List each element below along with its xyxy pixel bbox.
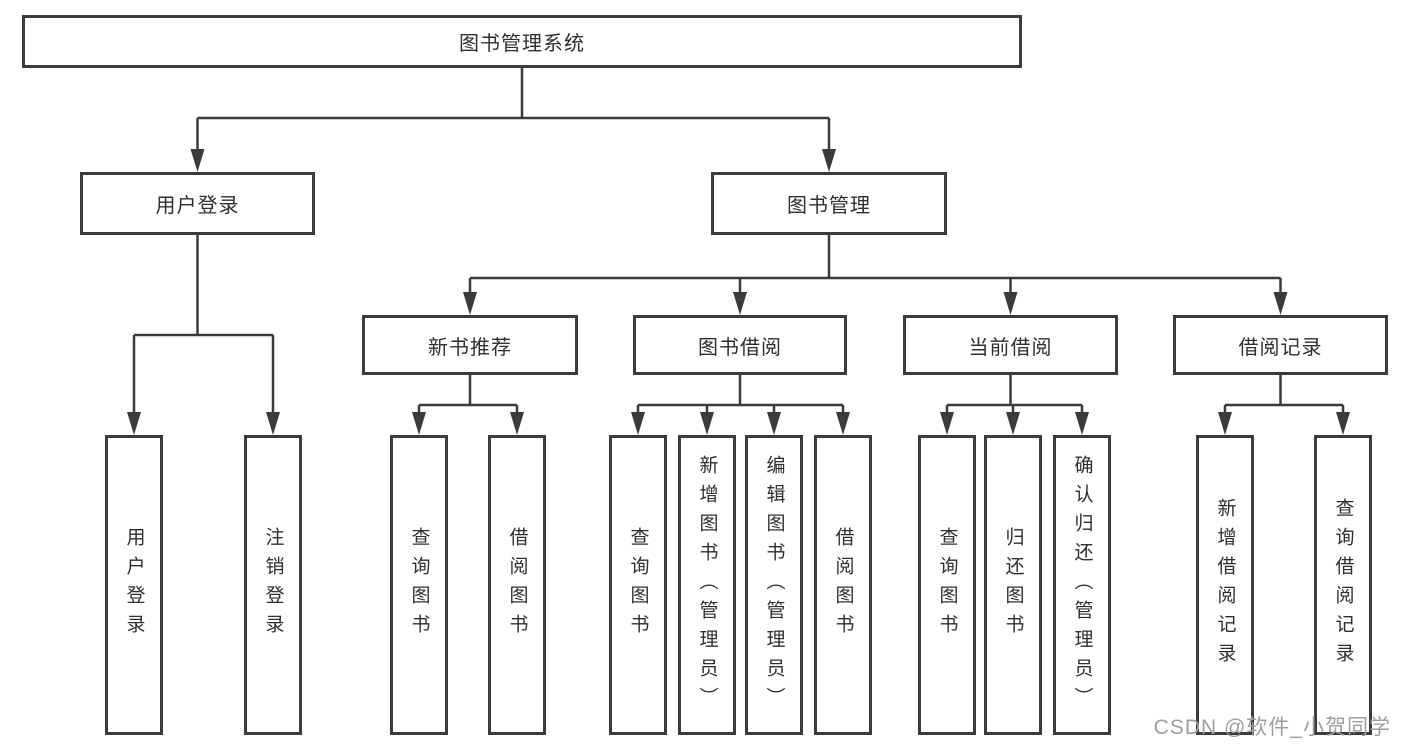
leaf-borrow-books: 借阅图书 [814, 435, 872, 735]
leaf-label: 用户登录 [123, 527, 145, 643]
leaf-label: 归还图书 [1002, 527, 1024, 643]
arrowhead-icon [510, 412, 524, 435]
leaf-add-books-admin: 新增图书（管理员） [678, 435, 736, 735]
connector-new-book-to-leaves [412, 375, 524, 435]
connector-book-borrow-to-leaves [631, 375, 850, 435]
node-label: 用户登录 [155, 195, 240, 217]
leaf-edit-books-admin: 编辑图书（管理员） [745, 435, 803, 735]
leaf-label: 查询图书 [627, 527, 649, 643]
arrowhead-icon [412, 412, 426, 435]
leaf-return-books: 归还图书 [984, 435, 1042, 735]
node-library-management-system: 图书管理系统 [22, 15, 1022, 68]
connector-current-borrow-to-leaves [940, 375, 1089, 435]
watermark-csdn: CSDN @软件_小贺同学 [1153, 716, 1391, 739]
leaf-confirm-return-admin: 确认归还（管理员） [1053, 435, 1111, 735]
node-new-book-recommendation: 新书推荐 [362, 315, 578, 375]
leaf-label: 新增借阅记录 [1214, 498, 1236, 672]
arrowhead-icon [733, 292, 747, 315]
leaf-label: 查询借阅记录 [1332, 498, 1354, 672]
leaf-logout: 注销登录 [244, 435, 302, 735]
connector-root-to-level2 [190, 68, 836, 172]
arrowhead-icon [1218, 412, 1232, 435]
connector-user-login-to-leaves [127, 235, 280, 435]
node-book-management: 图书管理 [711, 172, 947, 235]
leaf-label: 查询图书 [936, 527, 958, 643]
arrowhead-icon [700, 412, 714, 435]
arrowhead-icon [463, 292, 477, 315]
connector-borrow-records-to-leaves [1218, 375, 1350, 435]
arrowhead-icon [1336, 412, 1350, 435]
node-book-borrowing: 图书借阅 [633, 315, 847, 375]
node-label: 当前借阅 [968, 336, 1053, 359]
leaf-label: 借阅图书 [832, 527, 854, 643]
arrowhead-icon [767, 412, 781, 435]
arrowhead-icon [1003, 292, 1018, 315]
arrowhead-icon [127, 412, 141, 435]
leaf-query-borrow-record: 查询借阅记录 [1314, 435, 1372, 735]
node-label: 借阅记录 [1238, 336, 1323, 359]
leaf-borrow-books: 借阅图书 [488, 435, 546, 735]
leaf-label: 注销登录 [262, 527, 284, 643]
arrowhead-icon [1273, 292, 1288, 315]
leaf-add-borrow-record: 新增借阅记录 [1196, 435, 1254, 735]
node-label: 图书借阅 [698, 336, 782, 359]
leaf-query-books: 查询图书 [609, 435, 667, 735]
node-user-login: 用户登录 [80, 172, 315, 235]
arrowhead-icon [822, 149, 836, 172]
node-label: 图书管理系统 [459, 33, 585, 55]
leaf-query-books: 查询图书 [918, 435, 976, 735]
leaf-query-books: 查询图书 [390, 435, 448, 735]
arrowhead-icon [1075, 412, 1089, 435]
node-borrowing-records: 借阅记录 [1173, 315, 1388, 375]
arrowhead-icon [836, 412, 850, 435]
leaf-label: 借阅图书 [506, 527, 528, 643]
leaf-label: 确认归还（管理员） [1071, 454, 1093, 716]
arrowhead-icon [631, 412, 645, 435]
leaf-user-login: 用户登录 [105, 435, 163, 735]
arrowhead-icon [190, 149, 205, 172]
leaf-label: 查询图书 [408, 527, 430, 643]
node-label: 图书管理 [787, 195, 871, 217]
arrowhead-icon [1006, 412, 1020, 435]
node-current-borrowing: 当前借阅 [903, 315, 1118, 375]
arrowhead-icon [266, 412, 280, 435]
connector-book-mgmt-to-level3 [463, 235, 1288, 315]
leaf-label: 新增图书（管理员） [696, 454, 718, 716]
leaf-label: 编辑图书（管理员） [763, 454, 785, 716]
arrowhead-icon [940, 412, 954, 435]
node-label: 新书推荐 [428, 336, 512, 359]
